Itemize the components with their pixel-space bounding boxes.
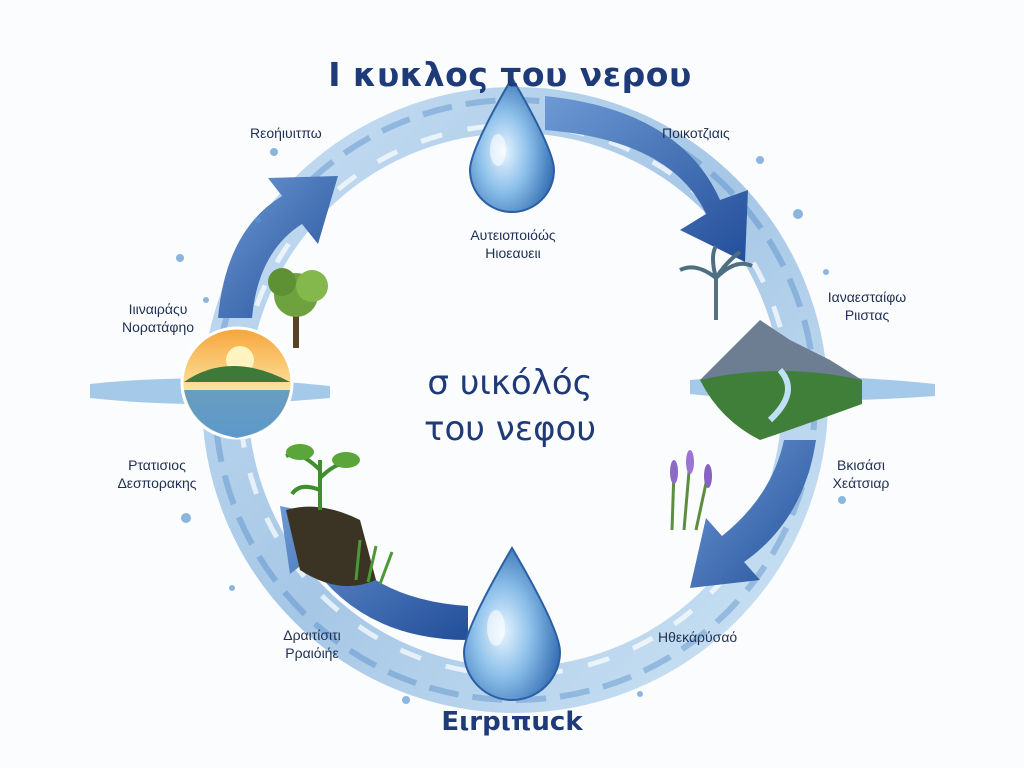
- label-bottom-left-line1: Δραιτίσιτι: [283, 627, 341, 643]
- label-top-right: Ποικοτζιαις: [662, 125, 730, 141]
- label-left-lower-line2: Δεσπορακης: [117, 475, 197, 491]
- label-right-lower-line2: Χεάτσιαρ: [832, 475, 890, 491]
- label-left-lower: Ρτατισιος Δεσπορακης: [102, 456, 212, 492]
- palm-tree-illustration: [679, 244, 753, 320]
- drop-top-label: Αυτειοποιόώς Ηιοεαυειι: [448, 226, 578, 262]
- water-drop-top: [468, 76, 556, 213]
- label-left-upper-line1: Ιιιναιράςυ: [128, 301, 188, 317]
- label-bottom-left-line2: Ρραιόιήε: [285, 645, 339, 661]
- bottom-title: Ειrpιπuck: [441, 707, 583, 737]
- label-right-lower: Βκισάσι Χεάτσιαρ: [806, 456, 916, 492]
- label-right-lower-line1: Βκισάσι: [837, 457, 885, 473]
- diagram-title: Ι κυκλος του νερου: [328, 55, 692, 94]
- plants-soil-illustration: [285, 444, 394, 587]
- label-left-upper-line2: Νορατάφηο: [121, 319, 195, 335]
- tree-illustration: [268, 268, 328, 348]
- label-bottom-left: Δραιτίσιτι Ρραιόιήε: [262, 626, 362, 662]
- arrow-top-right: [545, 96, 748, 262]
- water-drop-bottom: [462, 546, 562, 701]
- lavender-illustration: [670, 450, 712, 531]
- label-right-upper-line1: Ιαναεσταίφω: [827, 289, 907, 305]
- drop-top-label-line1: Αυτειοποιόώς: [470, 227, 556, 243]
- water-splash-droplets: [176, 148, 846, 704]
- label-right-upper-line2: Ριιστας: [844, 307, 890, 323]
- arrow-bottom-right: [690, 440, 816, 588]
- label-left-lower-line1: Ρτατισιος: [128, 457, 186, 473]
- label-left-upper: Ιιιναιράςυ Νορατάφηο: [108, 300, 208, 336]
- center-title-line1: σ υικόλός: [427, 363, 593, 403]
- label-bottom-right: Ηθεκάρύσαό: [658, 629, 738, 645]
- sunrise-landscape-illustration: [180, 326, 294, 440]
- drop-top-label-line2: Ηιοεαυειι: [485, 245, 541, 261]
- arrow-top-left: [218, 176, 338, 318]
- mountain-river-illustration: [700, 320, 862, 440]
- center-title-line2: του νεφου: [423, 409, 597, 449]
- label-top-left: Rεοήιυιτπω: [250, 125, 322, 141]
- center-title: σ υικόλός του νεφου: [330, 360, 690, 452]
- label-right-upper: Ιαναεσταίφω Ριιστας: [812, 288, 922, 324]
